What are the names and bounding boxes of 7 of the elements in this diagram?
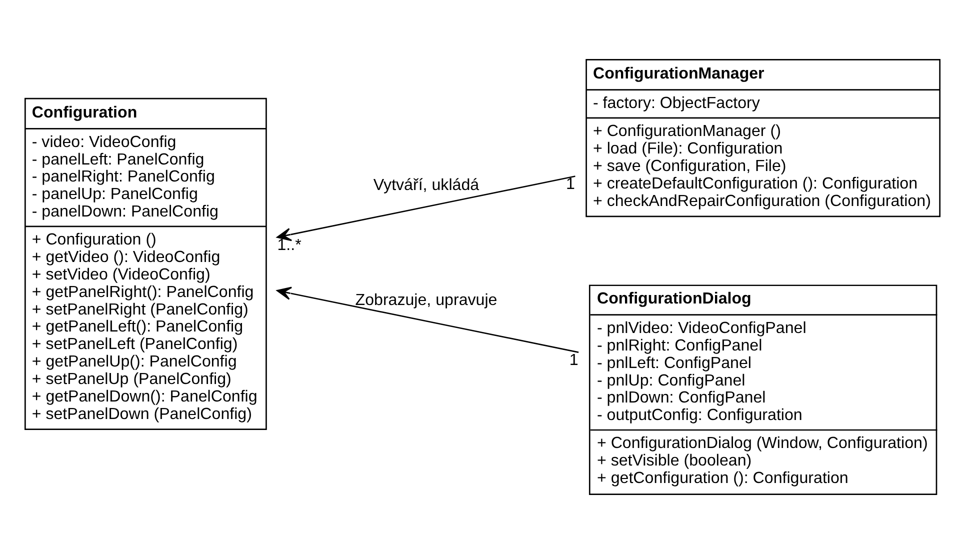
edge-label: Vytváří, ukládá <box>372 176 479 194</box>
label: 1 <box>568 351 578 370</box>
label: 1..* <box>276 236 301 254</box>
edge-label: Zobrazuje, upravuje <box>354 290 497 309</box>
arrow <box>276 176 575 242</box>
label: 1 <box>566 175 574 194</box>
arrow <box>276 286 578 353</box>
